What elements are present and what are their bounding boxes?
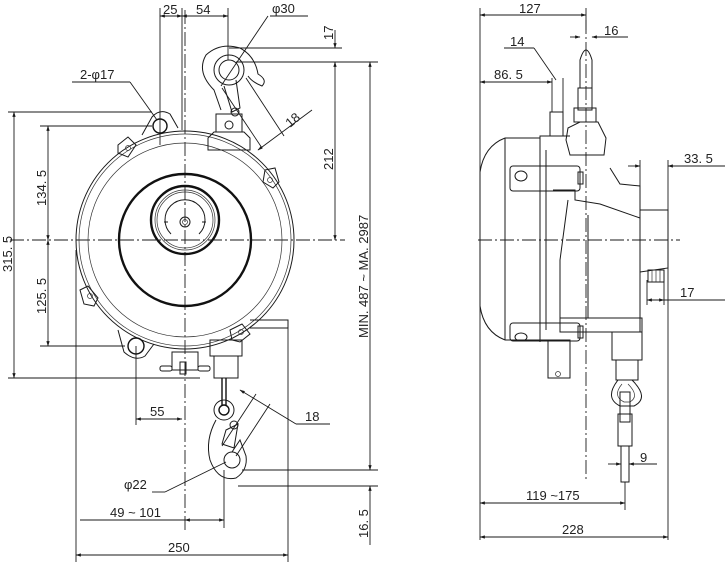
dim-25: 25 [163, 2, 177, 17]
top-hook-block [207, 113, 251, 151]
front-dimensions: 25 54 φ30 17 212 2-φ17 18 [0, 1, 378, 562]
top-hook [201, 45, 265, 117]
dim-55: 55 [150, 404, 164, 419]
dim-bottom-hook-diameter: φ22 [124, 477, 147, 492]
cable-exit [209, 339, 243, 379]
tension-dial [164, 199, 206, 241]
dim-9: 9 [640, 450, 647, 465]
dim-18-top: 18 [282, 110, 303, 131]
side-view: 127 16 14 86. 5 33. 5 17 [478, 1, 725, 540]
dim-54: 54 [196, 2, 210, 17]
dim-125-5: 125. 5 [34, 278, 49, 314]
dim-14: 14 [510, 34, 524, 49]
dim-cable-offset: 49 ~ 101 [110, 505, 161, 520]
balancer-body [75, 111, 295, 379]
dim-16: 16 [604, 23, 618, 38]
dim-16-5: 16. 5 [356, 509, 371, 538]
dim-86-5: 86. 5 [494, 67, 523, 82]
dim-212: 212 [321, 148, 336, 170]
lock-pin [159, 351, 211, 375]
dim-228: 228 [562, 522, 584, 537]
dim-hook-diameter: φ30 [272, 1, 295, 16]
side-dimensions: 127 16 14 86. 5 33. 5 17 [479, 1, 725, 540]
dim-127: 127 [519, 1, 541, 16]
dim-mount-holes: 2-φ17 [80, 67, 114, 82]
dim-17-top: 17 [321, 26, 336, 40]
side-body [479, 49, 669, 483]
dim-33-5: 33. 5 [684, 151, 713, 166]
dim-250: 250 [168, 540, 190, 555]
dim-stroke-range: MIN. 487 ~ MA. 2987 [356, 215, 371, 338]
dim-18-bottom: 18 [305, 409, 319, 424]
dim-134-5: 134. 5 [34, 170, 49, 206]
dim-17-side: 17 [680, 285, 694, 300]
wire-cable [221, 378, 227, 405]
housing-clips [79, 136, 280, 343]
dim-315-5: 315. 5 [0, 236, 15, 272]
bottom-hook [208, 399, 247, 480]
side-lug [250, 319, 289, 329]
front-view: 25 54 φ30 17 212 2-φ17 18 [0, 1, 378, 562]
dim-119-175: 119 ~175 [526, 488, 580, 503]
